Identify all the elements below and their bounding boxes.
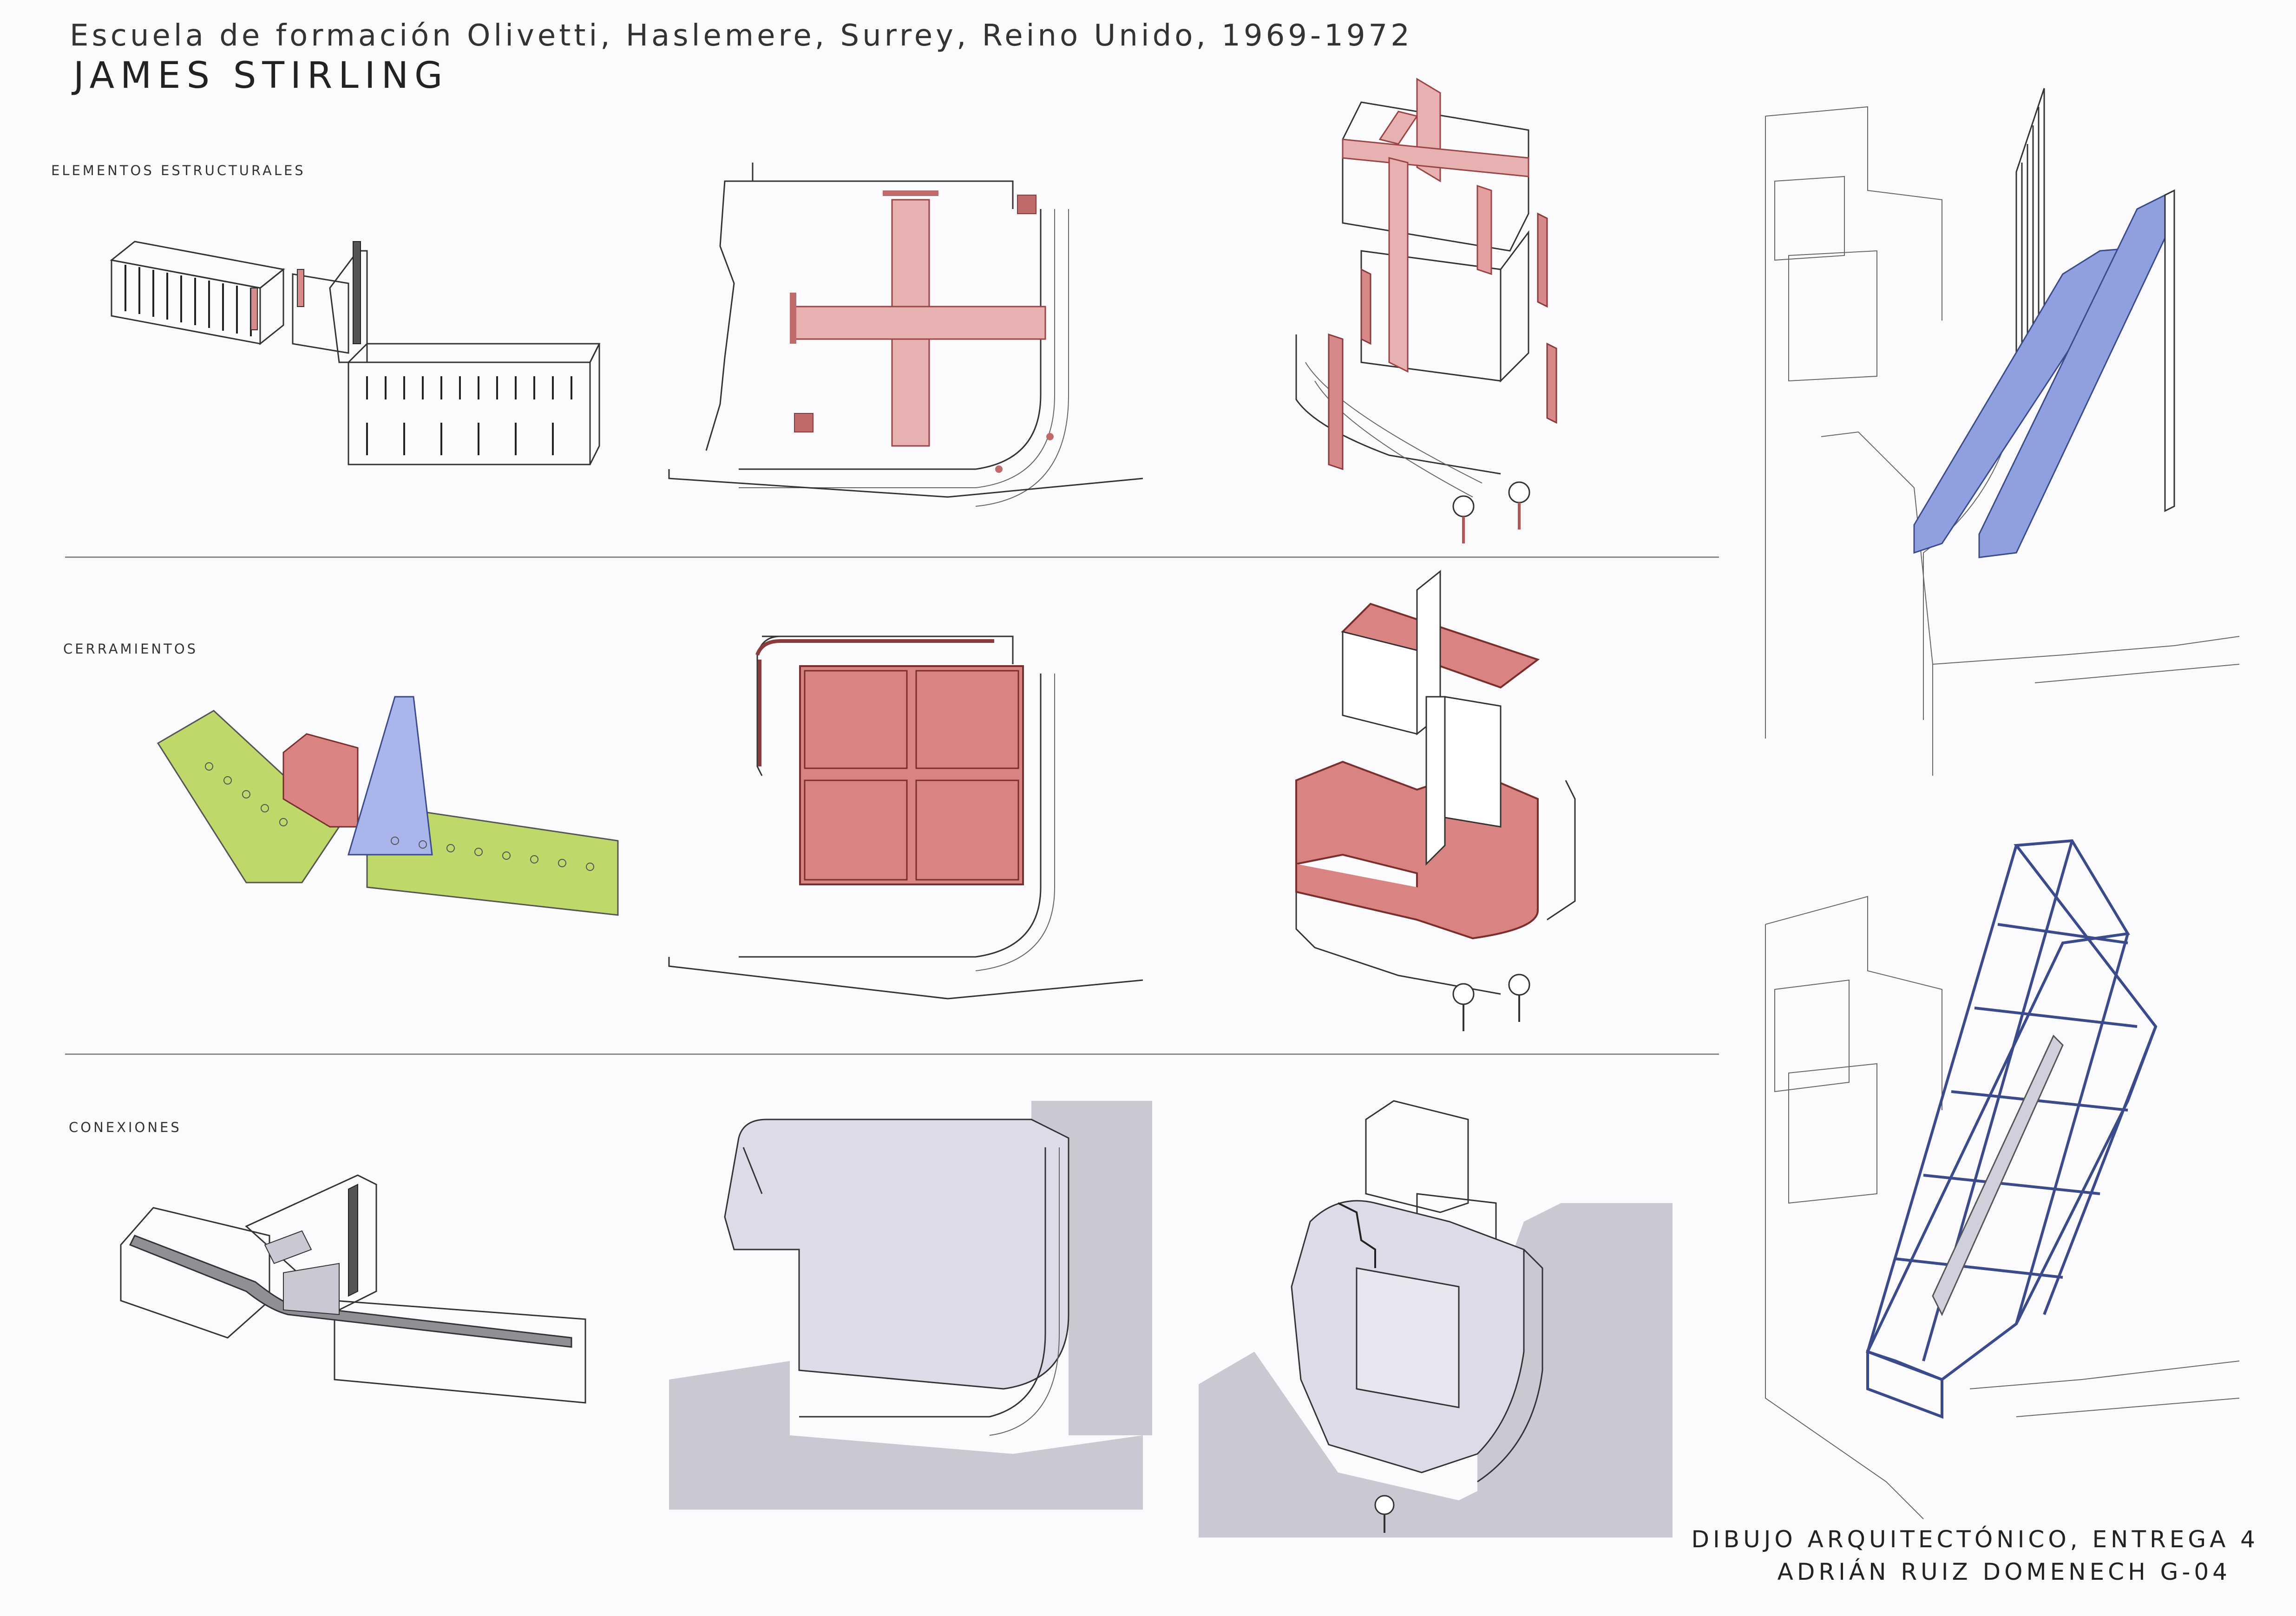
enclosures-site-plan [157, 696, 619, 916]
page-title: Escuela de formación Olivetti, Haslemere… [70, 19, 1413, 53]
section-divider [65, 556, 1719, 558]
section-label-enclosures: CERRAMIENTOS [63, 641, 198, 657]
structural-site-axonometric [110, 241, 601, 465]
structural-floor-plan [668, 163, 1143, 507]
glass-corridor-axonometric [1765, 88, 2240, 776]
enclosures-floor-plan [668, 635, 1143, 1000]
student-caption: ADRIÁN RUIZ DOMENECH G-04 [1777, 1558, 2231, 1585]
connections-floor-plan [669, 1101, 1152, 1510]
section-label-connections: CONEXIONES [69, 1119, 182, 1135]
section-label-structural: ELEMENTOS ESTRUCTURALES [51, 163, 306, 178]
section-divider [65, 1053, 1719, 1055]
structural-axonometric-frame [1295, 78, 1557, 543]
enclosures-axonometric [1295, 569, 1576, 1031]
glazed-canopy-axonometric [1765, 839, 2240, 1519]
course-caption: DIBUJO ARQUITECTÓNICO, ENTREGA 4 [1691, 1526, 2259, 1553]
connections-site-axonometric [120, 1174, 586, 1404]
connections-axonometric [1199, 1100, 1673, 1537]
architect-name: JAMES STIRLING [73, 55, 449, 97]
